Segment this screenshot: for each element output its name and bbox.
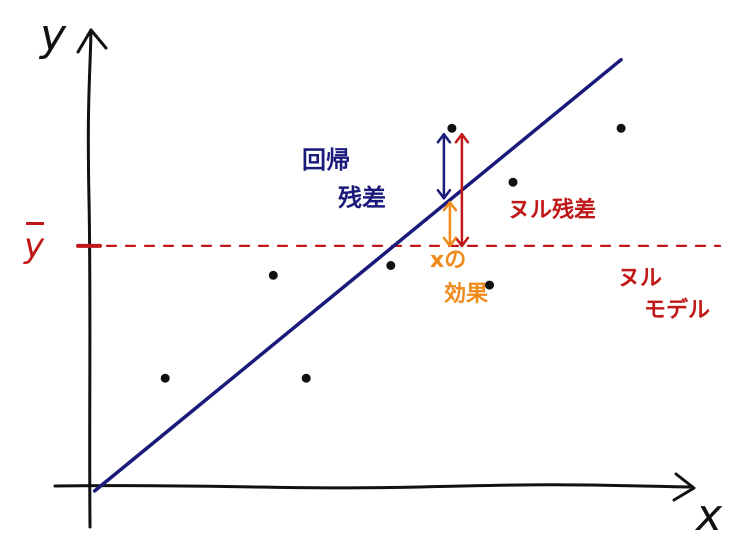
null-model-label-line2: モデル <box>644 298 711 323</box>
data-point-8 <box>616 123 626 133</box>
x-effect-arrowhead-bottom <box>442 236 458 248</box>
null-residual-arrowhead-top <box>454 133 470 144</box>
regression-residual-label-line2: 残差 <box>338 184 386 212</box>
data-point-1 <box>160 373 170 383</box>
x-effect-arrowhead-top <box>442 201 458 212</box>
data-point-2 <box>268 270 278 280</box>
x-axis <box>53 483 692 490</box>
regression-residual-arrowhead-bottom <box>436 189 452 200</box>
y-axis-arrowhead <box>76 28 108 54</box>
y-axis-label: y <box>40 10 67 61</box>
x-axis-arrowhead <box>672 472 696 502</box>
regression-residual-label-line1: 回帰 <box>302 146 350 174</box>
residual-arrows <box>436 133 470 248</box>
null-residual-arrowhead-bottom <box>454 236 470 248</box>
x-effect-label: xの 効果 <box>430 250 488 306</box>
data-point-4 <box>386 261 396 270</box>
null-model-label: ヌル モデル <box>618 268 710 322</box>
data-points <box>160 123 626 383</box>
regression-residual-label: 回帰 残差 <box>302 148 386 210</box>
data-point-5 <box>447 123 457 133</box>
x-effect-label-line2: 効果 <box>444 282 489 307</box>
y-axis <box>86 28 93 529</box>
null-residual-label: ヌル残差 <box>508 198 597 223</box>
data-point-6 <box>485 280 494 290</box>
x-axis-label: x <box>696 490 723 541</box>
regression-residual-arrowhead-top <box>436 133 452 144</box>
mean-y-bar <box>26 222 44 225</box>
mean-y-symbol: y <box>24 226 45 266</box>
regression-line <box>92 57 623 493</box>
data-point-3 <box>301 373 311 383</box>
mean-y-label: y <box>24 222 44 263</box>
x-effect-label-line1: xの <box>430 248 467 273</box>
null-model-label-line1: ヌル <box>618 266 663 291</box>
data-point-7 <box>508 177 518 187</box>
